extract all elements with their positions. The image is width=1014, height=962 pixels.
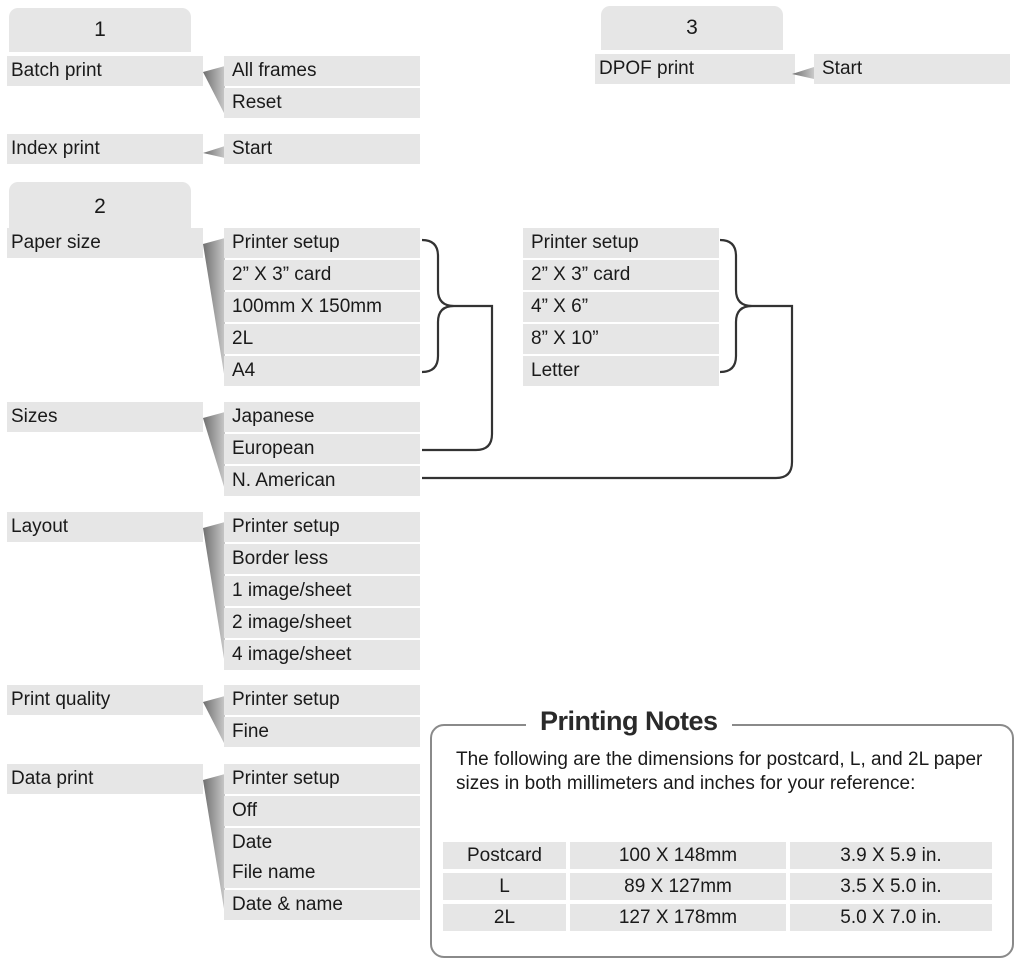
printing-notes-text: The following are the dimensions for pos… [456, 749, 983, 794]
option-all-frames[interactable]: All frames [224, 56, 420, 86]
fan-sizes [203, 412, 225, 490]
table-cell: Postcard [443, 842, 566, 869]
connector-european [422, 304, 494, 452]
table-cell: 5.0 X 7.0 in. [790, 904, 992, 931]
option-data-date[interactable]: Date [224, 828, 420, 858]
menu-label-batch-print: Batch print [11, 60, 102, 81]
option-quality-printer-setup[interactable]: Printer setup [224, 685, 420, 715]
option-quality-fine[interactable]: Fine [224, 717, 420, 747]
menu-label-print-quality: Print quality [11, 689, 111, 710]
tab-1: 1 [9, 8, 191, 52]
brace-1 [421, 238, 455, 374]
option-sizes-european[interactable]: European [224, 434, 420, 464]
option-layout-4-image[interactable]: 4 image/sheet [224, 640, 420, 670]
option-na-2x3-card[interactable]: 2” X 3” card [523, 260, 719, 290]
printing-notes-title: Printing Notes [526, 704, 732, 738]
option-na-letter[interactable]: Letter [523, 356, 719, 386]
option-paper-a4[interactable]: A4 [224, 356, 420, 386]
option-na-printer-setup[interactable]: Printer setup [523, 228, 719, 258]
fan-data-print [203, 774, 225, 915]
menu-label-paper-size: Paper size [11, 232, 101, 253]
fan-paper-size [203, 238, 225, 380]
brace-2 [719, 238, 753, 374]
table-cell: 100 X 148mm [570, 842, 786, 869]
option-data-date-name[interactable]: Date & name [224, 890, 420, 920]
fan-print-quality [203, 696, 225, 745]
option-dpof-start[interactable]: Start [814, 54, 1010, 84]
fan-dpof-print [792, 67, 814, 79]
fan-layout [203, 522, 225, 665]
tab-2: 2 [9, 182, 191, 228]
menu-label-index-print: Index print [11, 138, 100, 159]
option-layout-1-image[interactable]: 1 image/sheet [224, 576, 420, 606]
option-layout-printer-setup[interactable]: Printer setup [224, 512, 420, 542]
menu-row-dpof-print[interactable]: DPOF print [595, 54, 795, 84]
menu-row-data-print[interactable]: Data print [7, 764, 203, 794]
menu-label-dpof-print: DPOF print [599, 58, 695, 79]
option-reset[interactable]: Reset [224, 88, 420, 118]
menu-label-data-print: Data print [11, 768, 94, 789]
option-paper-2x3-card[interactable]: 2” X 3” card [224, 260, 420, 290]
tab-3: 3 [601, 6, 783, 50]
table-cell: 3.5 X 5.0 in. [790, 873, 992, 900]
option-layout-border-less[interactable]: Border less [224, 544, 420, 574]
option-paper-printer-setup[interactable]: Printer setup [224, 228, 420, 258]
option-paper-100x150[interactable]: 100mm X 150mm [224, 292, 420, 322]
table-cell: 89 X 127mm [570, 873, 786, 900]
option-data-file-name[interactable]: File name [224, 858, 420, 888]
menu-label-sizes: Sizes [11, 406, 58, 427]
option-data-off[interactable]: Off [224, 796, 420, 826]
option-sizes-japanese[interactable]: Japanese [224, 402, 420, 432]
menu-row-paper-size[interactable]: Paper size [7, 228, 203, 258]
option-na-8x10[interactable]: 8” X 10” [523, 324, 719, 354]
option-index-start[interactable]: Start [224, 134, 420, 164]
table-cell: 3.9 X 5.9 in. [790, 842, 992, 869]
option-paper-2l[interactable]: 2L [224, 324, 420, 354]
option-layout-2-image[interactable]: 2 image/sheet [224, 608, 420, 638]
table-cell: 127 X 178mm [570, 904, 786, 931]
menu-row-layout[interactable]: Layout [7, 512, 203, 542]
table-cell: 2L [443, 904, 566, 931]
option-sizes-n-american[interactable]: N. American [224, 466, 420, 496]
menu-row-index-print[interactable]: Index print [7, 134, 203, 164]
fan-index-print [203, 146, 225, 158]
table-cell: L [443, 873, 566, 900]
menu-row-sizes[interactable]: Sizes [7, 402, 203, 432]
option-na-4x6[interactable]: 4” X 6” [523, 292, 719, 322]
menu-row-batch-print[interactable]: Batch print [7, 56, 203, 86]
option-data-printer-setup[interactable]: Printer setup [224, 764, 420, 794]
fan-batch-print [203, 66, 225, 115]
menu-row-print-quality[interactable]: Print quality [7, 685, 203, 715]
menu-label-layout: Layout [11, 516, 69, 537]
